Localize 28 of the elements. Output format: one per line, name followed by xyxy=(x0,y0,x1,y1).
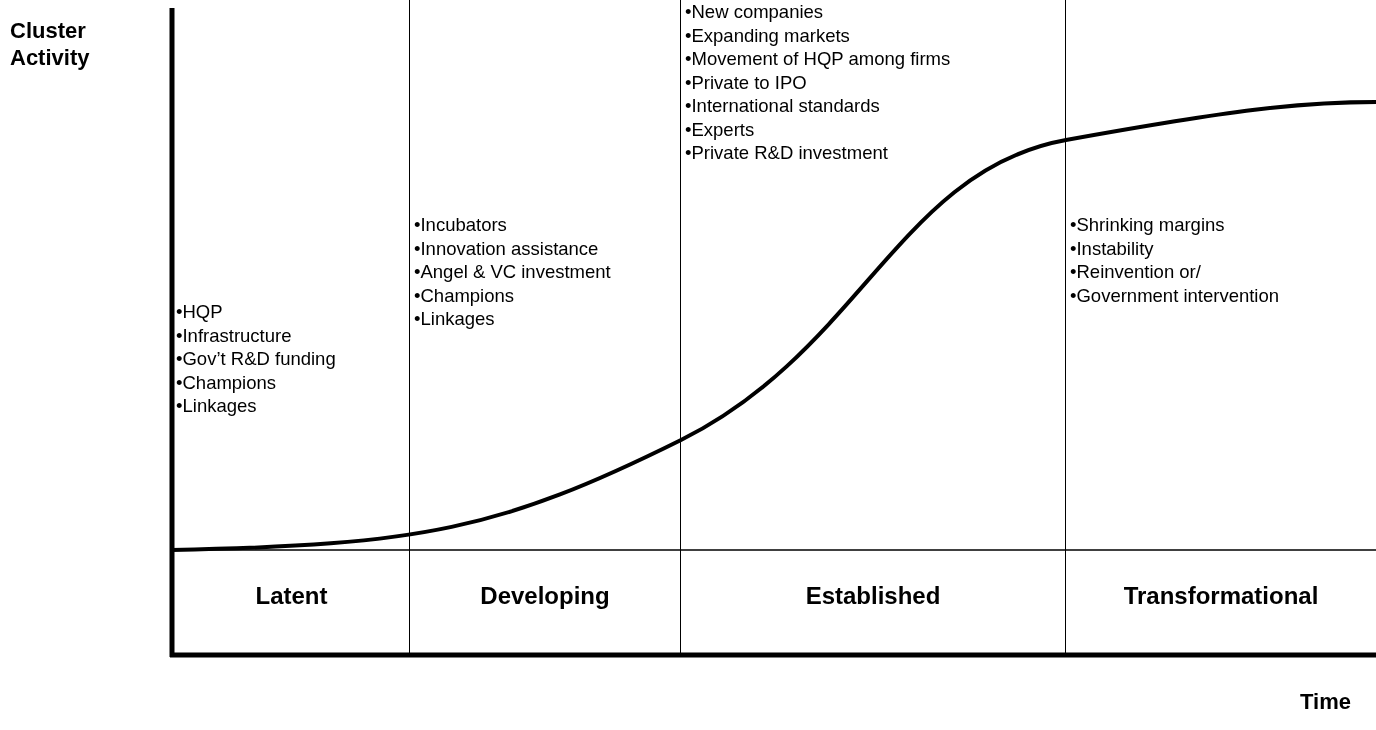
bullet-item: •Angel & VC investment xyxy=(414,260,611,284)
axis-label: Time xyxy=(1300,688,1352,715)
bullet-item: •Champions xyxy=(176,370,277,394)
bullet-item: •Private to IPO xyxy=(685,70,807,94)
bullet-item: •Incubators xyxy=(414,213,507,237)
bullet-item: •Expanding markets xyxy=(685,23,850,47)
bullet-item: •Shrinking margins xyxy=(1070,213,1225,237)
bullet-item: •New companies xyxy=(685,0,824,24)
bullet-item: •Linkages xyxy=(414,307,495,331)
bullet-item: •Infrastructure xyxy=(176,323,292,347)
stage-label: Developing xyxy=(480,582,610,610)
bullet-item: •Movement of HQP among firms xyxy=(685,47,951,71)
bullet-item: •Linkages xyxy=(176,394,257,418)
bullet-item: •Government intervention xyxy=(1070,283,1280,307)
bullet-item: •International standards xyxy=(685,94,880,118)
bullet-item: •Gov’t R&D funding xyxy=(176,347,336,371)
bullet-item: •Reinvention or/ xyxy=(1070,260,1201,284)
stage-label: Transformational xyxy=(1123,582,1319,610)
axis-label: Cluster Activity xyxy=(10,17,91,71)
stage-label: Established xyxy=(805,582,941,610)
bullet-item: •Innovation assistance xyxy=(414,236,599,260)
bullet-item: •Champions xyxy=(414,283,515,307)
stage-label: Latent xyxy=(255,582,328,610)
bullet-item: •Instability xyxy=(1070,236,1154,260)
bullet-item: •Experts xyxy=(685,117,755,141)
stage-column xyxy=(174,0,410,655)
bullet-item: •HQP xyxy=(176,300,223,324)
bullet-item: •Private R&D investment xyxy=(685,141,888,165)
